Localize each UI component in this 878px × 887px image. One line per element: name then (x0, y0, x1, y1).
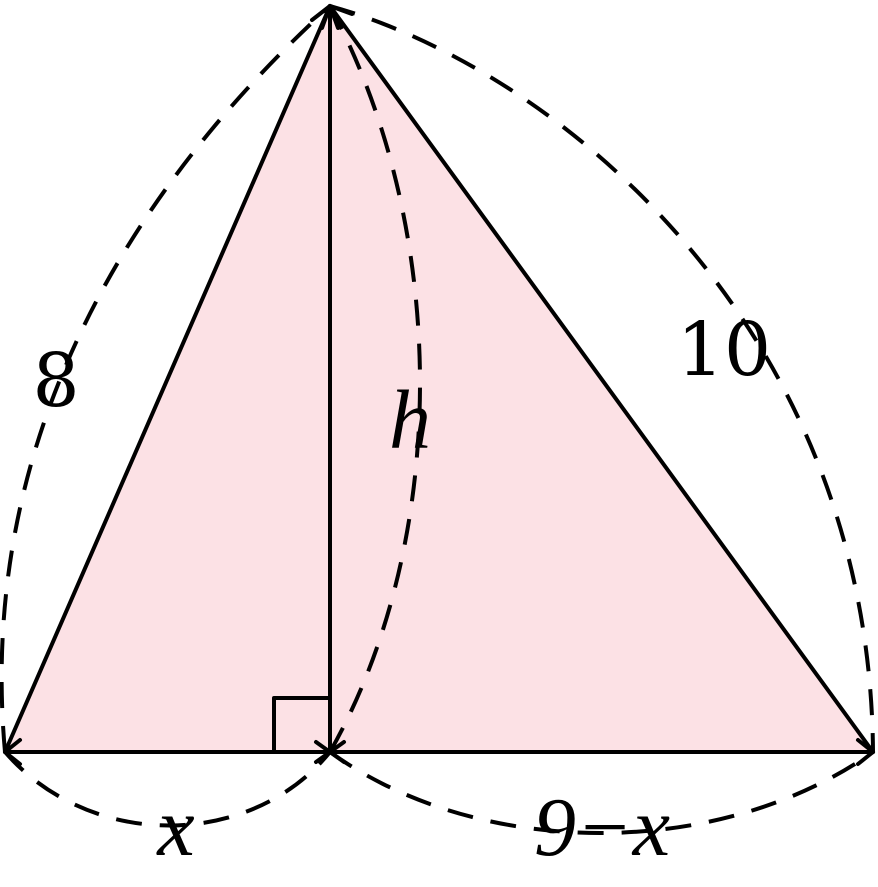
right-side-label: 10 (677, 307, 771, 393)
left-side-dimension-arc (0, 4, 332, 753)
arrowhead-bottom-middle-right (328, 740, 346, 764)
triangle-fill (5, 6, 873, 752)
right-side-line (328, 4, 875, 754)
arrowhead-bottom-left (3, 738, 22, 766)
right-side-dimension-arc (329, 4, 875, 753)
arrowhead-top-height (328, 4, 344, 32)
left-segment-label: x (155, 781, 194, 874)
left-side-label: 8 (32, 338, 79, 424)
right-segment-dimension-arc (328, 750, 875, 835)
height-dimension-arc (328, 5, 422, 753)
right-angle-marker (272, 696, 332, 754)
height-label: h (389, 374, 431, 467)
left-segment-dimension-arc (3, 750, 332, 828)
right-segment-label: 9−x (534, 781, 670, 874)
left-side-line (3, 4, 332, 754)
arrowhead-bottom-right (856, 738, 875, 766)
